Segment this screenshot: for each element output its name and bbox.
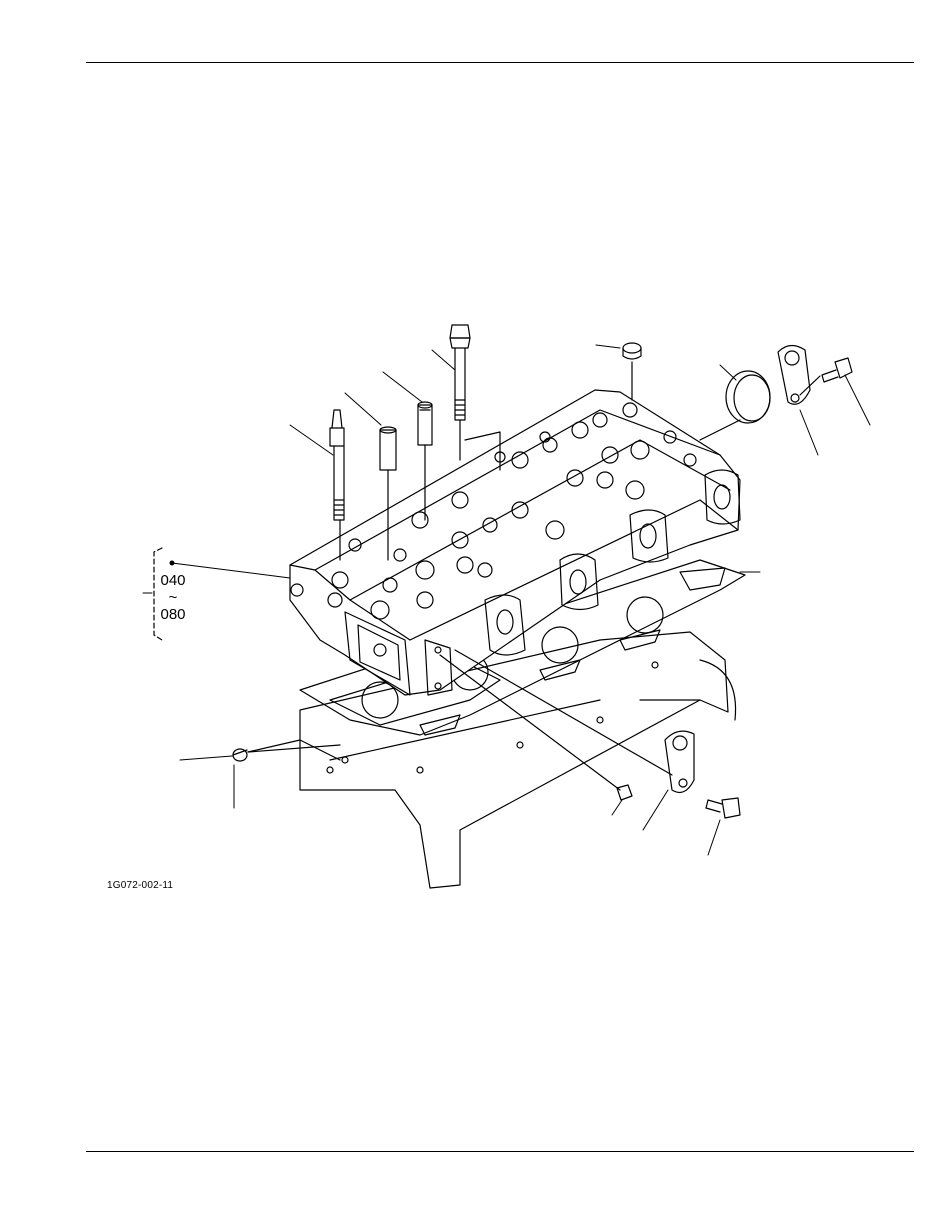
- range-dot: [169, 560, 175, 566]
- footer-rule: [86, 1151, 914, 1152]
- hanger-bolt-rear: [799, 357, 853, 396]
- plug-cap: [622, 342, 642, 401]
- lifting-hanger-rear: [777, 344, 811, 405]
- valve-guide-short: [379, 426, 397, 471]
- cylinder-block: [299, 631, 737, 889]
- dowel-pin-left: [232, 739, 341, 762]
- figure-code: 1G072-002-11: [107, 880, 174, 891]
- valve-ports: [327, 402, 697, 620]
- lifting-hanger-front: [454, 649, 695, 793]
- cylinder-head: [289, 389, 741, 696]
- range-bracket: [153, 547, 163, 641]
- small-nut-front: [439, 654, 633, 801]
- head-stud: [329, 409, 345, 521]
- range-from: 040: [160, 572, 186, 589]
- valve-guide-long: [417, 401, 433, 446]
- range-label: 040 ~ 080: [153, 572, 193, 623]
- range-to: 080: [160, 606, 186, 623]
- leader-lines: [171, 344, 871, 856]
- header-rule: [86, 62, 914, 63]
- head-gasket: [299, 559, 746, 736]
- sealing-cap: [699, 370, 771, 441]
- head-bolt: [449, 324, 471, 421]
- hanger-bolt-front: [705, 797, 741, 819]
- range-separator: ~: [168, 589, 178, 606]
